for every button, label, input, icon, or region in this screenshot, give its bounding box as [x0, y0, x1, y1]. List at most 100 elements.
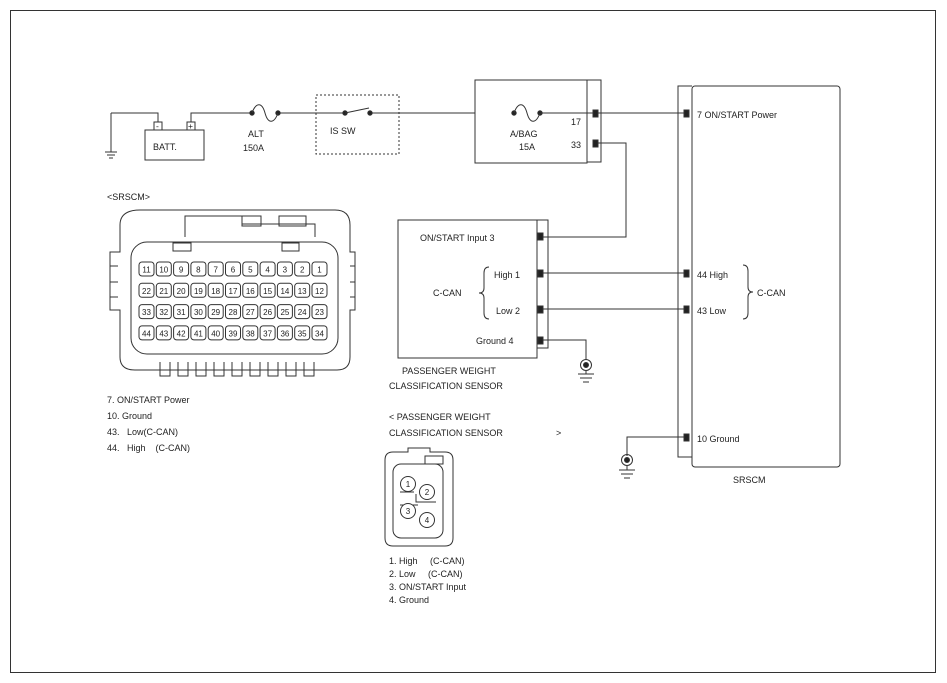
srscm-connector-pin-number: 16 [246, 287, 255, 296]
srscm-connector-pin-number: 31 [177, 308, 186, 317]
pwcs-ground-symbol [578, 371, 594, 383]
srscm-connector-bottom-teeth [159, 362, 315, 377]
srscm-connector-housing [109, 209, 356, 371]
srscm-connector-heading: <SRSCM> [107, 192, 150, 202]
srscm-connector-pin-number: 40 [211, 329, 220, 338]
srscm-connector-pin-number: 25 [280, 308, 289, 317]
abag-fuse-box [474, 79, 588, 164]
terminal-33-label: 33 [571, 140, 581, 150]
srscm-connector-pin-cell [207, 282, 224, 298]
srscm-connector-key-right [281, 242, 300, 252]
srscm-connector-pin-cell [242, 282, 259, 298]
srscm-connector-pin-cell [242, 325, 259, 341]
srscm-connector-pin-cell [173, 325, 190, 341]
pwcs-connector-pin-4-circle [419, 512, 435, 528]
srscm-legend-1: 7. ON/START Power [107, 395, 190, 405]
srscm-connector-pin-number: 43 [159, 329, 168, 338]
srscm-ground-symbol [619, 466, 635, 479]
srscm-connector-pin-number: 5 [248, 266, 253, 275]
srscm-connector-pin-number: 13 [298, 287, 307, 296]
srscm-connector-pin-number: 34 [315, 329, 324, 338]
srscm-connector-pin-cell [294, 261, 311, 277]
srscm-connector-pin-cell [276, 282, 293, 298]
abag-fuse-element [513, 104, 541, 122]
pwcs-can-label: C-CAN [433, 288, 462, 298]
pwcs-connector-pin-3: 3 [406, 507, 411, 516]
pwcs-ground-dot [583, 362, 589, 368]
pwcs-pin-3 [537, 232, 544, 241]
srscm-connector-pin-cell [276, 304, 293, 320]
pwcs-connector-inner [392, 463, 444, 539]
pwcs-legend-2: 2. Low (C-CAN) [389, 569, 463, 579]
srscm-connector-pin-cell [155, 282, 172, 298]
srscm-connector-pin-number: 32 [159, 308, 168, 317]
pwcs-pin-1-label: High 1 [494, 270, 520, 280]
srscm-connector-pin-cell [294, 304, 311, 320]
srscm-connector-pin-cell [190, 282, 207, 298]
pwcs-connector-heading-line1: < PASSENGER WEIGHT [389, 412, 491, 422]
srscm-pin-10 [683, 433, 690, 442]
srscm-connector-pin-cell [311, 261, 328, 277]
srscm-connector-pin-cell [225, 261, 241, 277]
pwcs-legend-3: 3. ON/START Input [389, 582, 467, 592]
pwcs-pin-4 [537, 336, 544, 345]
srscm-connector-pin-cell [173, 304, 190, 320]
srscm-connector-pin-number: 2 [300, 266, 305, 275]
pwcs-pin-3-label: ON/START Input 3 [420, 233, 495, 243]
srscm-connector-pin-number: 41 [194, 329, 203, 338]
pwcs-connector-pin-4: 4 [425, 516, 430, 525]
pwcs-title-line1: PASSENGER WEIGHT [402, 366, 496, 376]
srscm-connector-pin-number: 4 [265, 266, 270, 275]
pwcs-connector [384, 447, 454, 547]
srscm-connector-pin-number: 35 [298, 329, 307, 338]
pwcs-connector-latch [424, 455, 444, 465]
pwcs-pin-4-label: Ground 4 [476, 336, 514, 346]
pwcs-module-box [397, 219, 538, 359]
srscm-module-box [691, 85, 841, 468]
srscm-connector-pin-cell [276, 325, 293, 341]
alt-fuse-element [251, 104, 279, 122]
srscm-connector-pin-cell [190, 261, 207, 277]
srscm-connector-pin-number: 42 [177, 329, 186, 338]
srscm-connector-pin-cell [294, 325, 311, 341]
srscm-connector-pin-number: 19 [194, 287, 203, 296]
srscm-title: SRSCM [733, 475, 766, 485]
battery-negative-sign: - [156, 121, 159, 131]
srscm-connector-slot-left [241, 215, 262, 227]
pwcs-can-brace [478, 266, 490, 320]
srscm-connector-key-left [172, 242, 192, 252]
srscm-connector-pin-cell [207, 325, 224, 341]
battery [144, 129, 205, 161]
alt-fuse-rating: 150A [243, 143, 264, 153]
srscm-connector-pin-cell [207, 261, 224, 277]
power-supply-chain [105, 79, 684, 238]
srscm-connector-pin-cell [225, 325, 241, 341]
srscm-connector-pin-cell [155, 261, 172, 277]
abag-fuse-box-shadow [587, 79, 602, 163]
alt-fuse-name: ALT [248, 129, 264, 139]
diagram-frame [10, 10, 936, 673]
srscm-connector-pin-number: 30 [194, 308, 203, 317]
srscm-connector-right-ribs [350, 265, 355, 298]
srscm-connector-pin-cell [155, 304, 172, 320]
terminal-33-pin [592, 139, 599, 148]
srscm-connector-pin-cell [259, 282, 276, 298]
srscm-connector-pin-cell [207, 304, 224, 320]
srscm-connector-pin-cell [155, 325, 172, 341]
srscm-legend-4: 44. High (C-CAN) [107, 443, 190, 453]
srscm-connector-pin-cell [190, 325, 207, 341]
srscm-connector-pin-number: 27 [246, 308, 255, 317]
srscm-connector-pin-number: 24 [298, 308, 307, 317]
srscm-pin-7 [683, 109, 690, 118]
is-switch-box [315, 94, 400, 155]
srscm-connector-face [130, 241, 339, 355]
battery-positive-sign: + [188, 121, 193, 131]
srscm-connector-pin-cell [138, 304, 155, 320]
is-switch-label: IS SW [330, 126, 356, 136]
srscm-connector-pin-cell [138, 282, 155, 298]
pwcs-connector-housing [384, 447, 454, 547]
pwcs-module-shadow [537, 219, 549, 349]
srscm-connector-pin-cell [173, 261, 190, 277]
pwcs-connector-heading-line2: CLASSIFICATION SENSOR [389, 428, 503, 438]
srscm-pin-43-label: 43 Low [697, 306, 727, 316]
